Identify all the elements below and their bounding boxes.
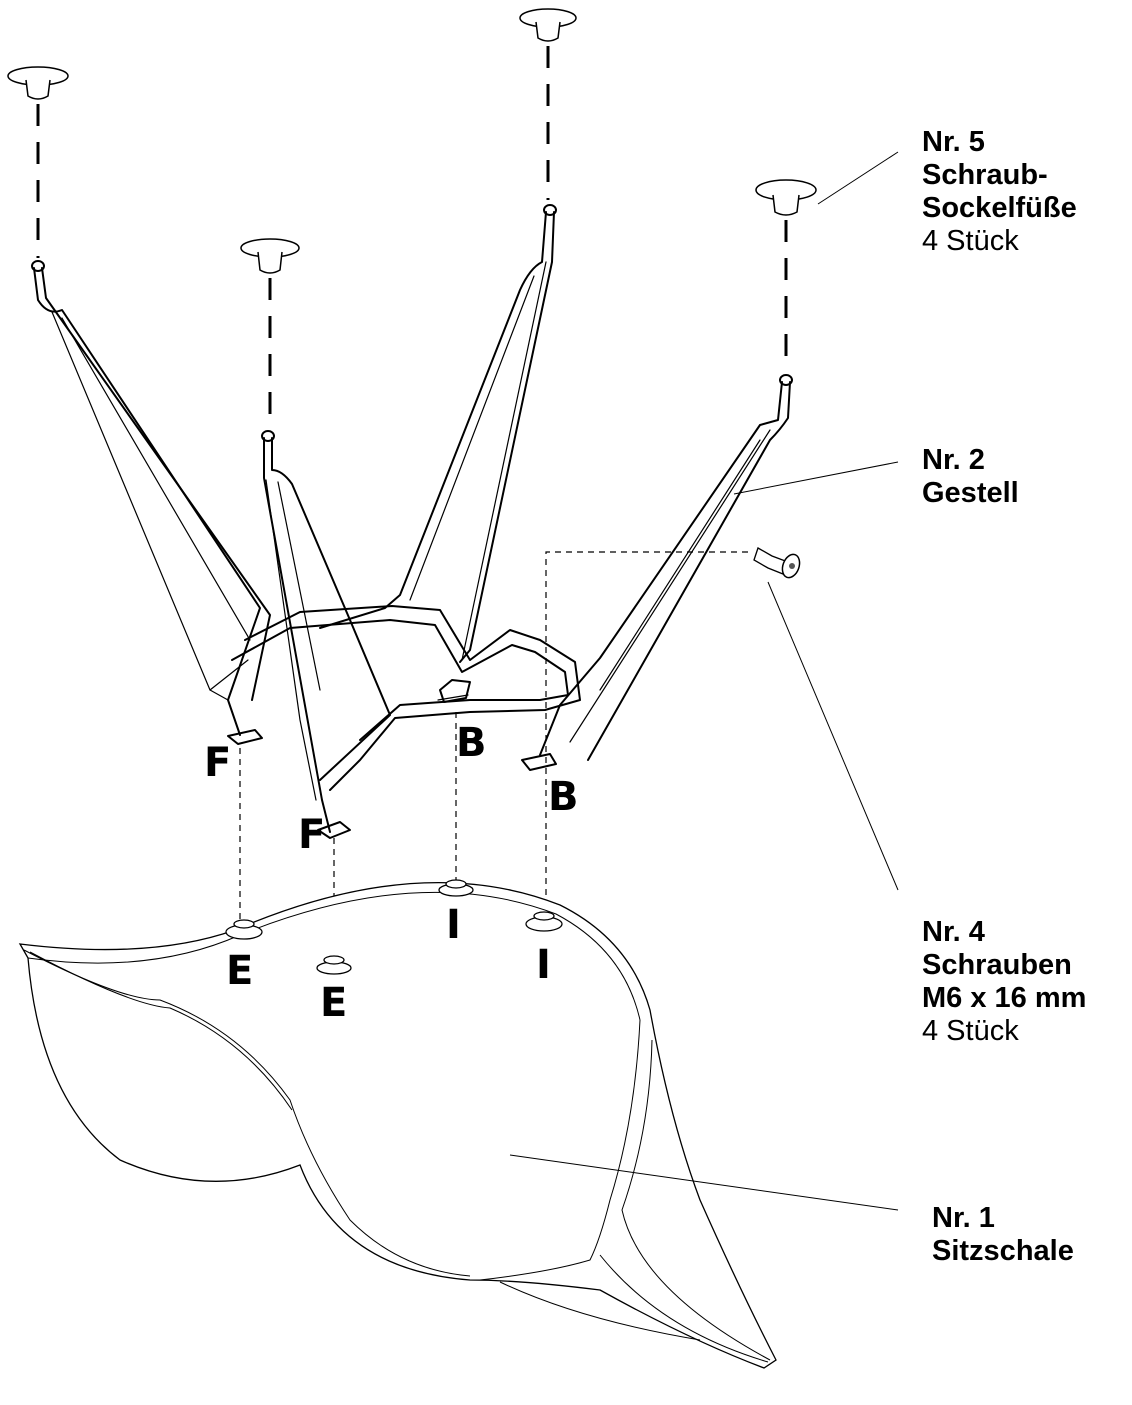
mark-frame-front-right: F [298, 812, 325, 858]
leader-nr4 [767, 581, 899, 891]
callout-nr2-name: Gestell [922, 477, 1019, 509]
boss-i-left [438, 879, 474, 897]
callout-nr2: Nr. 2 Gestell [922, 444, 1019, 510]
mark-frame-back-right: B [548, 774, 579, 820]
callout-nr5-number: Nr. 5 [922, 126, 985, 158]
foot-3 [240, 238, 300, 274]
boss-e-left [225, 919, 263, 940]
mark-seat-front-left: E [226, 948, 253, 994]
frame [31, 204, 793, 839]
screw-guide [545, 551, 748, 920]
callout-nr5: Nr. 5 Schraub- Sockelfüße 4 Stück [922, 126, 1077, 258]
mark-seat-front-right: E [320, 980, 347, 1026]
callout-nr1-number: Nr. 1 [932, 1202, 995, 1234]
callout-nr1: Nr. 1 Sitzschale [932, 1202, 1074, 1268]
leader-nr1 [509, 1154, 899, 1211]
leader-nr5 [817, 151, 899, 205]
foot-4 [755, 179, 817, 216]
callout-nr1-name: Sitzschale [932, 1235, 1074, 1267]
callout-nr4: Nr. 4 Schrauben M6 x 16 mm 4 Stück [922, 916, 1086, 1048]
callout-nr4-name-1: Schrauben [922, 949, 1072, 981]
callout-nr2-number: Nr. 2 [922, 444, 985, 476]
callout-nr4-number: Nr. 4 [922, 916, 985, 948]
callout-nr5-name-1: Schraub- [922, 159, 1048, 191]
callout-nr5-qty: 4 Stück [922, 225, 1019, 257]
mark-seat-back-right: I [536, 942, 551, 988]
callout-nr5-name-2: Sockelfüße [922, 192, 1077, 224]
callout-nr4-qty: 4 Stück [922, 1015, 1019, 1047]
leader-nr2 [733, 461, 899, 495]
mark-frame-back-left: B [456, 720, 487, 766]
foot-1 [7, 66, 69, 100]
mark-frame-front-left: F [204, 740, 231, 786]
callout-nr4-name-2: M6 x 16 mm [922, 982, 1087, 1014]
boss-e-right [316, 955, 352, 975]
foot-2 [519, 8, 577, 42]
boss-i-right [525, 911, 563, 932]
seat-shell [18, 879, 777, 1369]
screw [753, 547, 801, 579]
mark-seat-back-left: I [446, 902, 461, 948]
